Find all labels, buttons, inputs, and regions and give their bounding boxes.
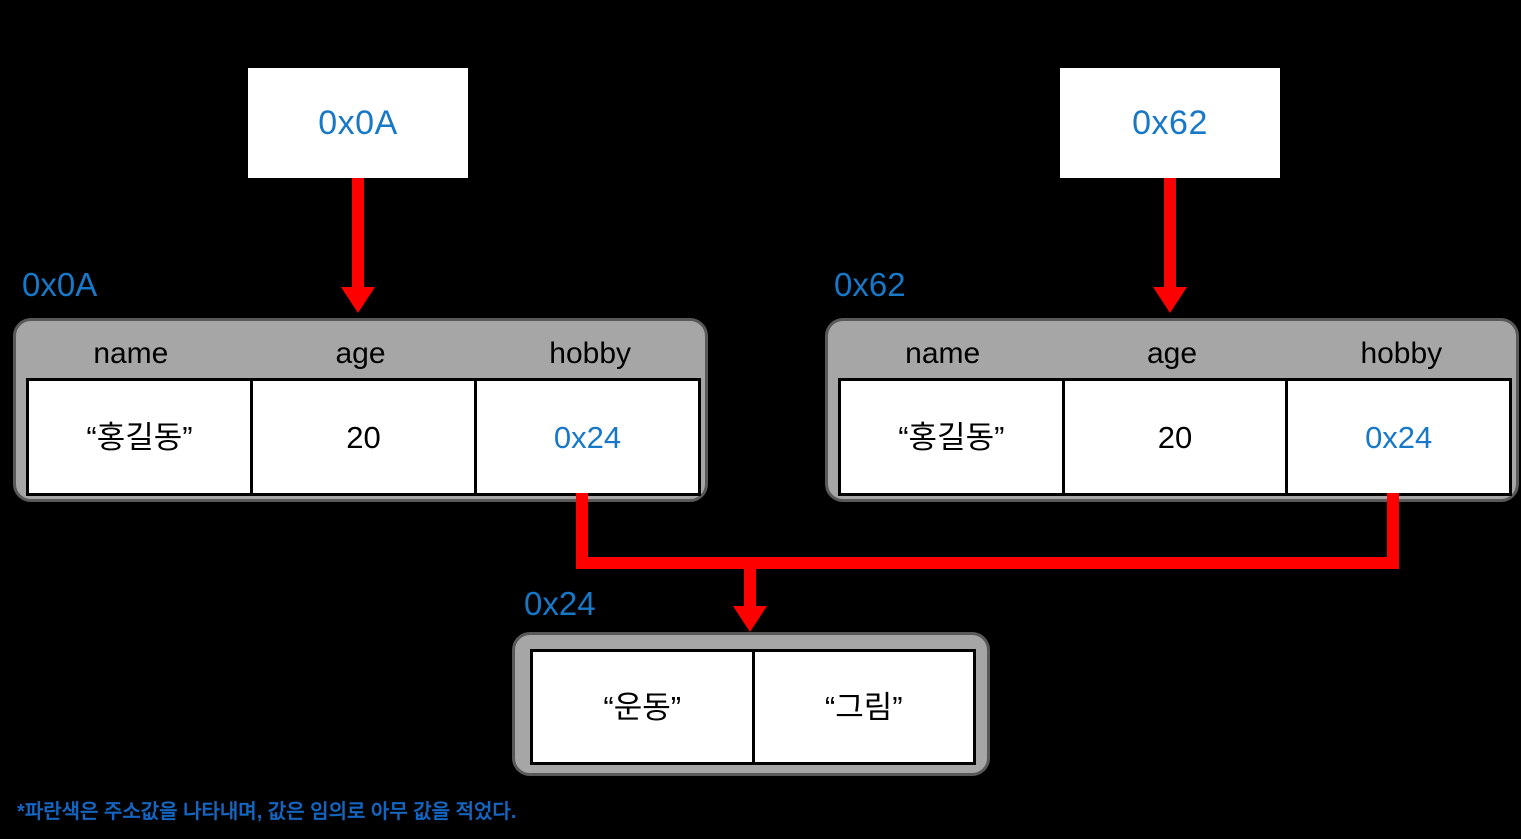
struct-right-header-age: age	[1146, 337, 1198, 370]
struct-right-cells: “홍길동” 20 0x24	[838, 378, 1512, 496]
array-cells: “운동” “그림”	[530, 649, 976, 765]
hobby-link-array-arrowhead	[733, 606, 767, 632]
address-label-array: 0x24	[524, 585, 596, 622]
struct-left-cell-age: 20	[253, 381, 477, 493]
array-cell-0: “운동”	[533, 652, 755, 762]
struct-right-cell-name: “홍길동”	[841, 381, 1065, 493]
struct-block-left: name age hobby “홍길동” 20 0x24	[13, 318, 708, 502]
pointer-arrow-right-head	[1153, 287, 1187, 313]
struct-right-header-hobby: hobby	[1360, 337, 1443, 370]
array-cell-1: “그림”	[824, 689, 903, 725]
hobby-link-horizontal-bus	[576, 557, 1399, 569]
struct-left-header-age: age	[335, 337, 386, 370]
struct-left-header-name: name	[93, 337, 169, 370]
address-label-struct-left: 0x0A	[22, 266, 98, 303]
hobby-link-right-vertical	[1387, 493, 1399, 569]
hobby-link-array-stem	[744, 557, 756, 609]
pointer-box-left: 0x0A	[248, 68, 468, 178]
struct-right-headers: name age hobby	[828, 339, 1516, 369]
pointer-box-right: 0x62	[1060, 68, 1280, 178]
pointer-value-left: 0x0A	[318, 104, 398, 142]
struct-block-right: name age hobby “홍길동” 20 0x24	[825, 318, 1519, 502]
struct-right-cell-hobby: 0x24	[1365, 419, 1433, 455]
struct-left-header-hobby: hobby	[549, 337, 632, 370]
pointer-arrow-right-stem	[1164, 178, 1176, 288]
struct-left-cell-name: “홍길동”	[29, 381, 253, 493]
struct-right-header-name: name	[905, 337, 981, 370]
struct-left-cells: “홍길동” 20 0x24	[26, 378, 701, 496]
struct-left-headers: name age hobby	[16, 339, 705, 369]
pointer-arrow-left-stem	[352, 178, 364, 288]
array-block: “운동” “그림”	[512, 632, 990, 776]
struct-right-cell-age: 20	[1065, 381, 1289, 493]
pointer-arrow-left-head	[341, 287, 375, 313]
struct-left-cell-hobby: 0x24	[553, 419, 622, 455]
footnote-text: *파란색은 주소값을 나타내며, 값은 임의로 아무 값을 적었다.	[17, 801, 517, 823]
pointer-value-right: 0x62	[1132, 104, 1208, 142]
hobby-link-left-vertical	[576, 493, 588, 569]
address-label-struct-right: 0x62	[834, 266, 906, 303]
